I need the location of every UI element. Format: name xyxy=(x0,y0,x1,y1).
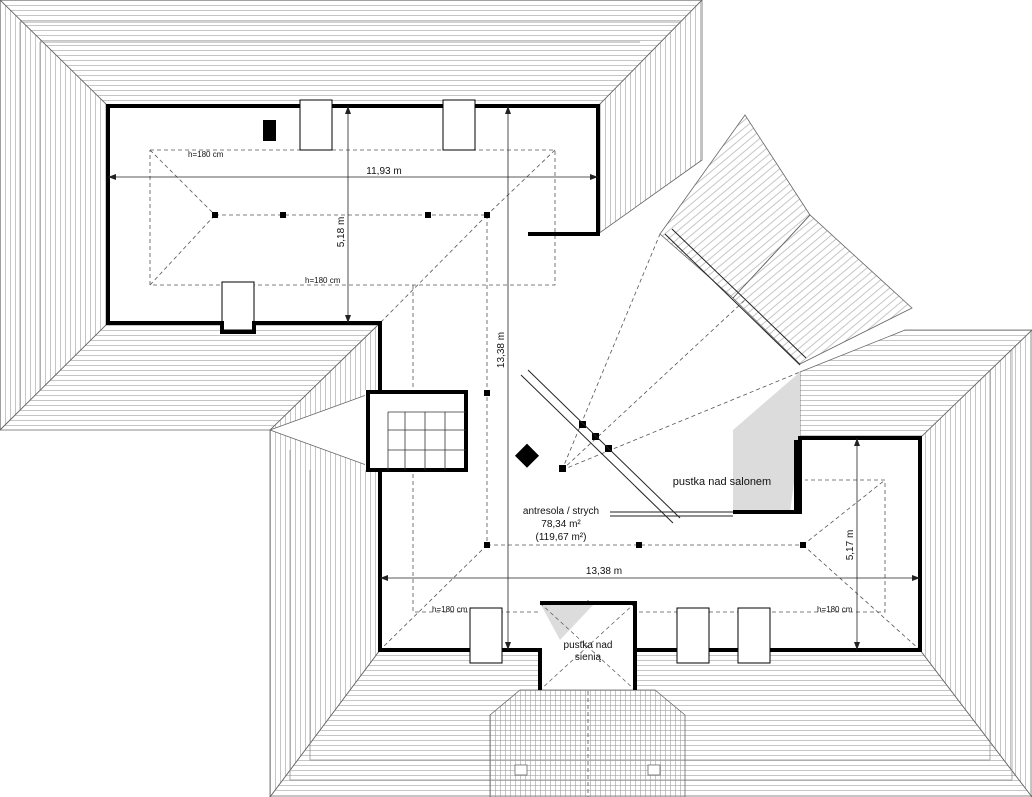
dormers xyxy=(221,99,771,664)
room-area: 78,34 m² xyxy=(541,519,581,530)
eaves-lines xyxy=(19,21,1013,781)
room-name: antresola / strych xyxy=(523,506,599,517)
staircase xyxy=(366,390,468,472)
chimney-left xyxy=(263,120,276,141)
height-label-bottom-left: h=180 cm xyxy=(432,605,468,614)
hall-void xyxy=(539,602,636,691)
room-area-total: (119,67 m²) xyxy=(536,532,587,543)
dim-top-depth: 5,18 m xyxy=(336,217,347,248)
void-hall-label-line2: sienią xyxy=(575,652,602,663)
dimension-arrows xyxy=(108,106,920,650)
height-label-top-left: h=180 cm xyxy=(188,150,224,159)
dim-right-depth: 5,17 m xyxy=(845,530,856,561)
height-label-bottom-right: h=180 cm xyxy=(817,605,853,614)
dimension-lines xyxy=(108,106,920,650)
height-label-top-mid: h=180 cm xyxy=(305,276,341,285)
dim-top-width: 11,93 m xyxy=(366,166,401,177)
walls xyxy=(106,104,922,690)
attic-floor xyxy=(108,106,920,650)
porch-roof xyxy=(489,689,686,797)
dim-bottom-width: 13,38 m xyxy=(586,566,622,577)
dim-center-length: 13,38 m xyxy=(496,332,507,368)
bay-window-frames xyxy=(520,228,807,524)
void-living-label: pustka nad salonem xyxy=(673,476,771,488)
void-hall-label-line1: pustka nad xyxy=(564,640,613,651)
